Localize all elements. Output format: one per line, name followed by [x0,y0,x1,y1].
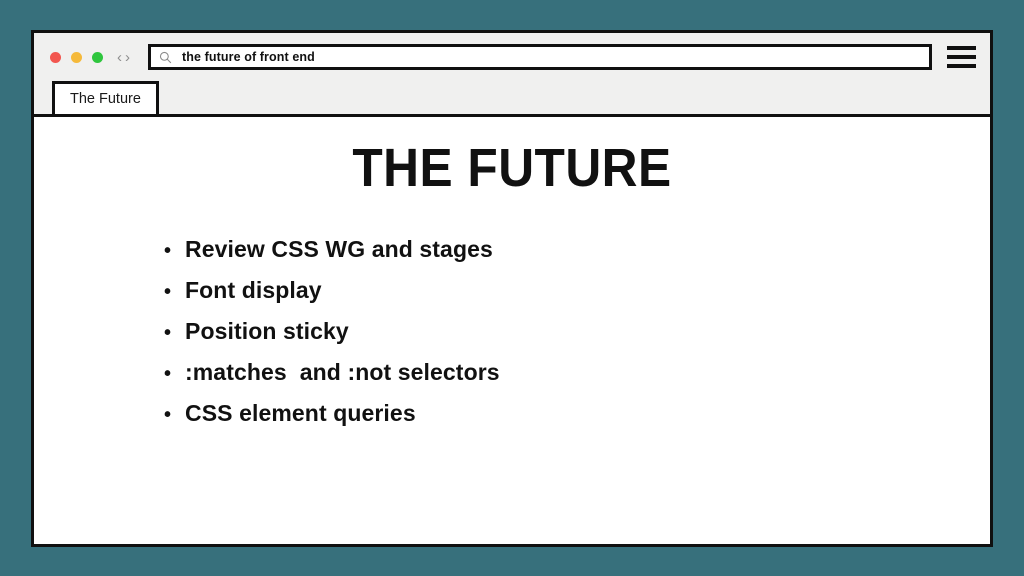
hamburger-bar-3 [947,64,976,68]
page-content: THE FUTURE • Review CSS WG and stages • … [34,117,990,544]
tab-strip: The Future [34,81,990,114]
list-item-label: Font display [185,277,322,303]
list-item: • Font display [164,277,950,318]
minimize-window-button[interactable] [71,51,82,63]
tab-the-future[interactable]: The Future [52,81,159,114]
navigation-controls: ‹ › [117,50,130,65]
hamburger-bar-1 [947,46,976,50]
search-icon [159,51,172,63]
topic-list: • Review CSS WG and stages • Font displa… [164,236,950,441]
tab-label: The Future [70,91,141,107]
hamburger-menu-icon[interactable] [947,46,976,68]
address-input-value[interactable]: the future of front end [182,50,315,64]
page-title: THE FUTURE [352,138,672,198]
back-icon[interactable]: ‹ [117,48,122,66]
bullet-icon: • [164,281,172,303]
list-item-label: Position sticky [185,318,349,344]
browser-chrome: ‹ › the future of front end The Future [34,33,990,117]
browser-window: ‹ › the future of front end The Future [31,30,993,547]
bullet-icon: • [164,363,172,385]
maximize-window-button[interactable] [92,51,103,63]
browser-toolbar: ‹ › the future of front end [34,33,990,81]
bullet-icon: • [164,240,172,262]
window-controls [50,51,103,63]
hamburger-bar-2 [947,55,976,59]
list-item-label: :matches and :not selectors [185,359,500,385]
list-item-label: CSS element queries [185,400,416,426]
list-item: • :matches and :not selectors [164,359,950,400]
address-bar[interactable]: the future of front end [148,44,932,70]
bullet-icon: • [164,322,172,344]
list-item: • CSS element queries [164,400,950,441]
list-item: • Review CSS WG and stages [164,236,950,277]
close-window-button[interactable] [50,51,61,63]
bullet-icon: • [164,404,172,426]
forward-icon[interactable]: › [125,48,130,66]
list-item: • Position sticky [164,318,950,359]
list-item-label: Review CSS WG and stages [185,236,493,262]
